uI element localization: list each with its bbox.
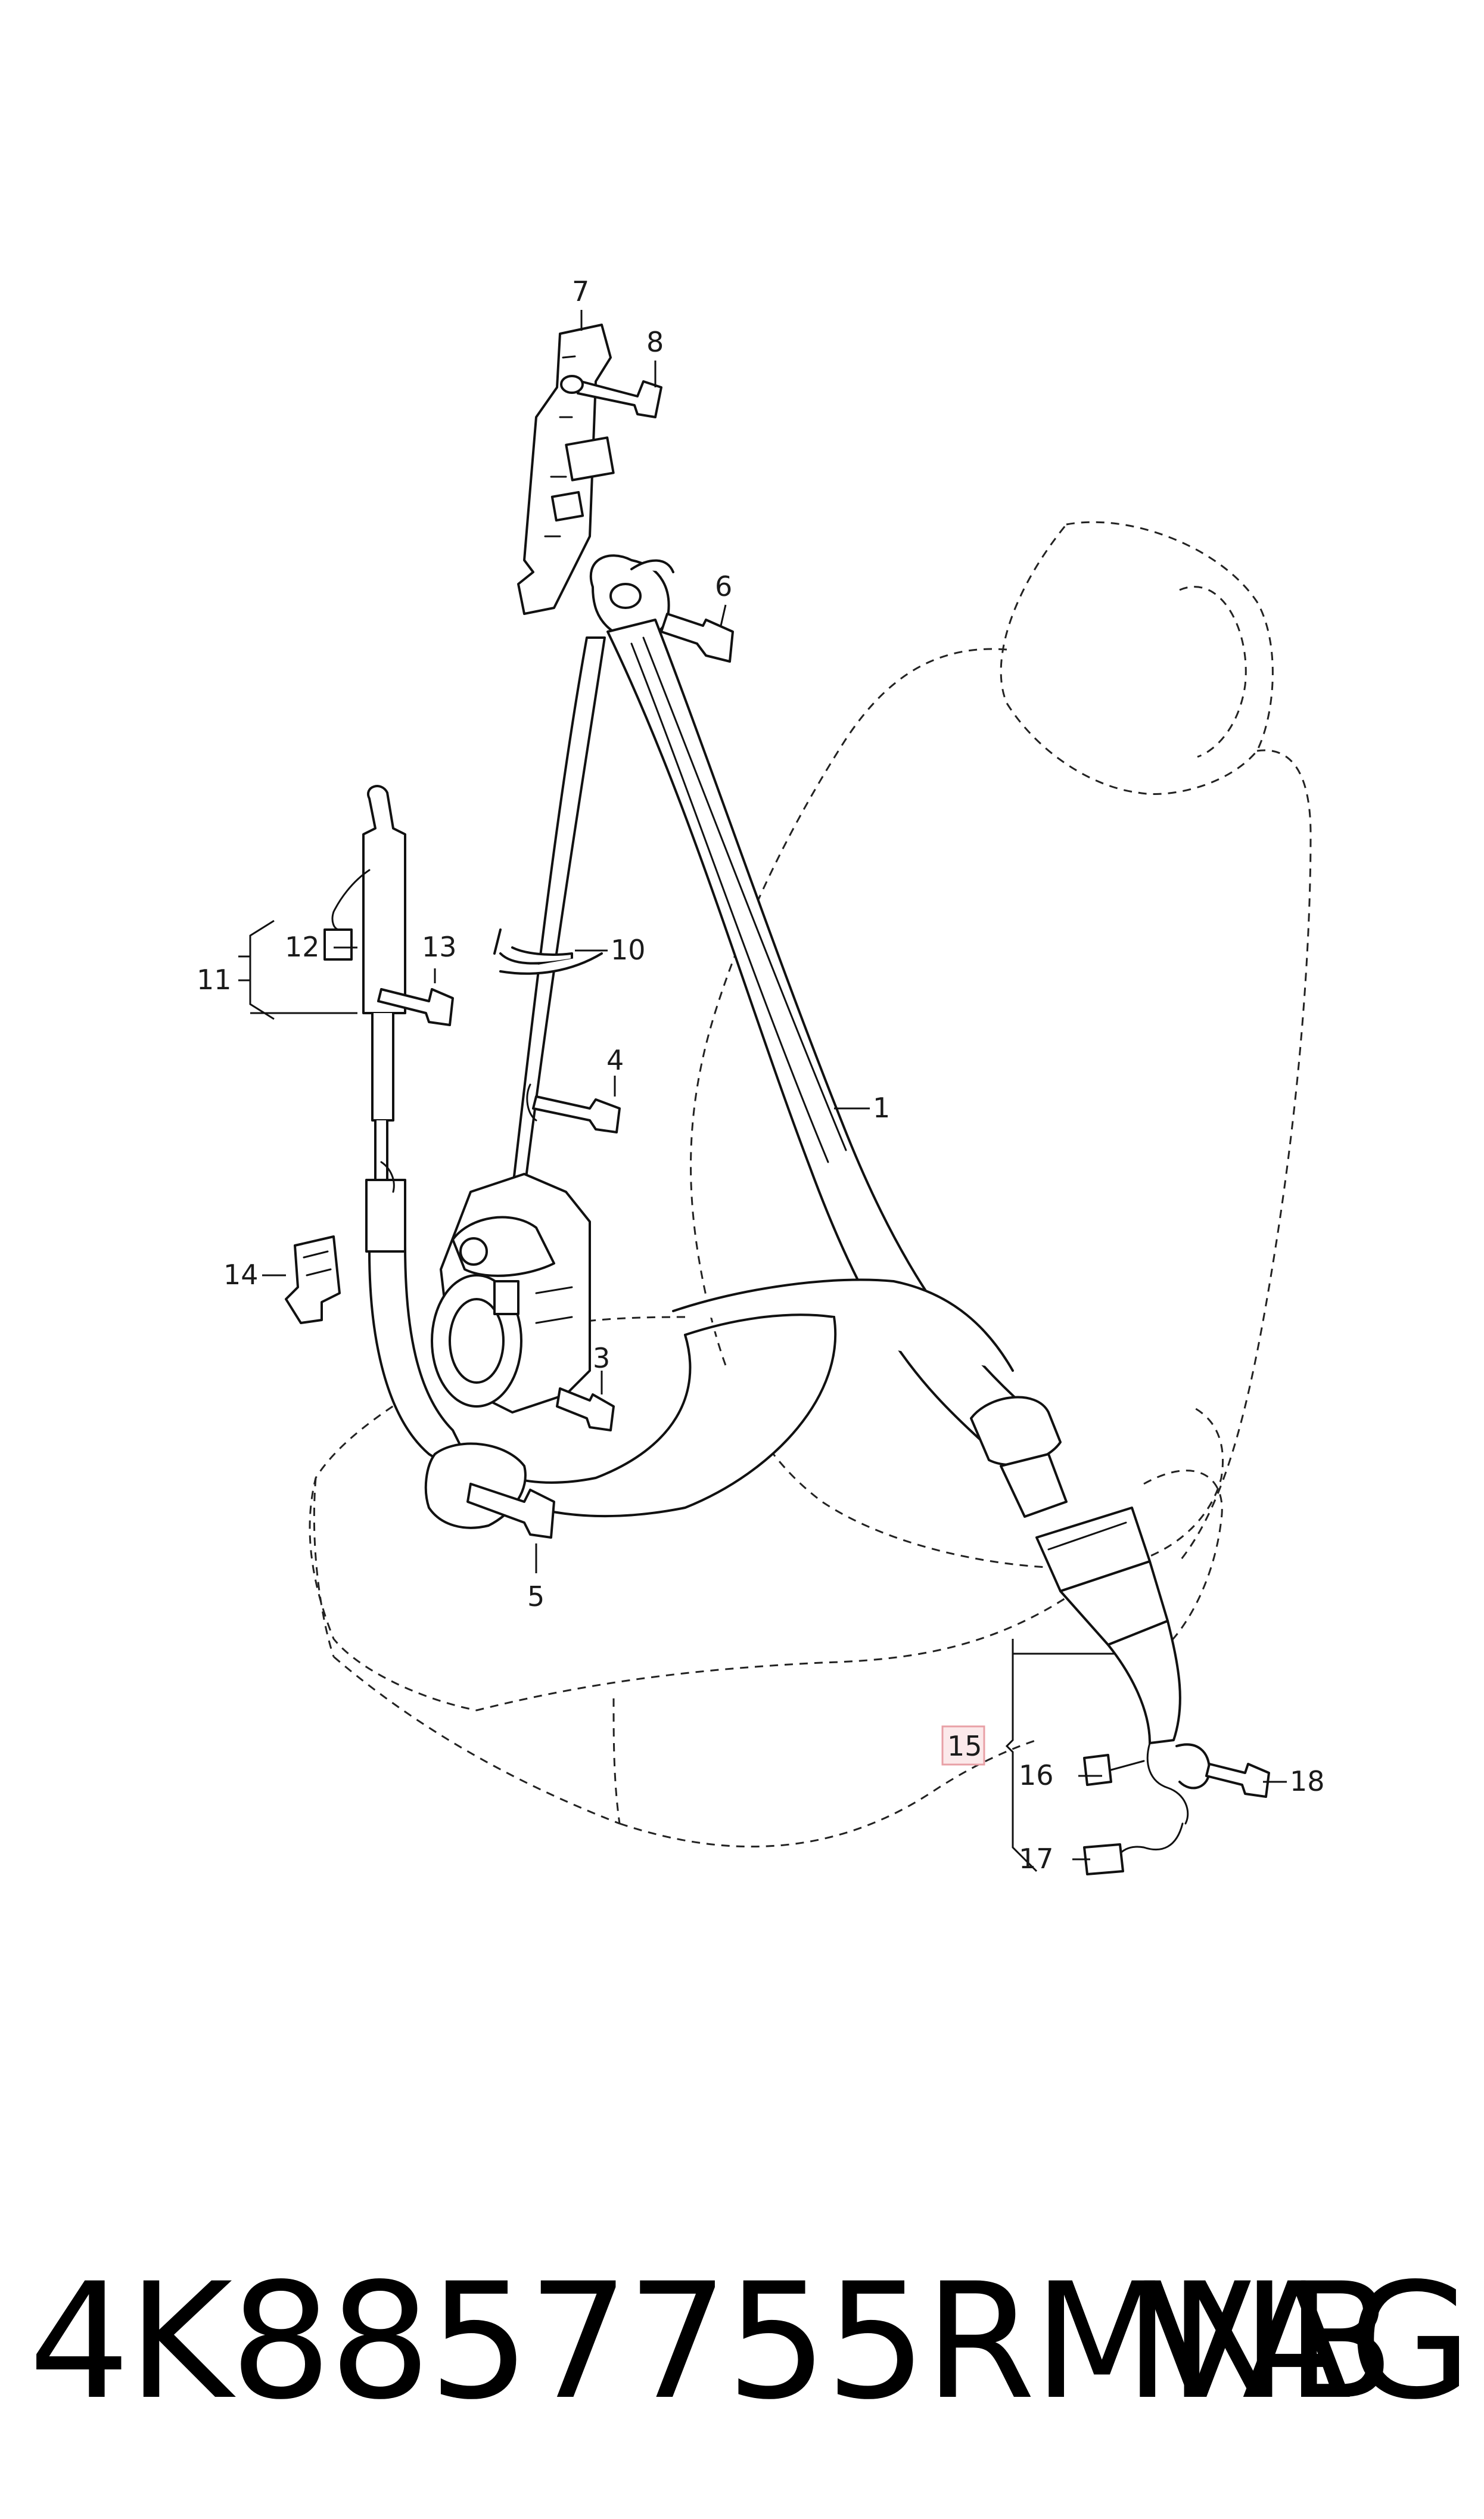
bolt-part-8 xyxy=(560,375,662,418)
callout-15-highlight xyxy=(941,1725,985,1766)
bracket-part-14 xyxy=(285,1235,341,1324)
callout-15: 15 xyxy=(947,1730,982,1762)
callout-4: 4 xyxy=(606,1044,624,1076)
callout-8: 8 xyxy=(646,326,664,358)
callout-10: 10 xyxy=(611,934,646,966)
latch-tongue xyxy=(970,1396,1068,1518)
callout-11: 11 xyxy=(197,964,232,996)
callout-14: 14 xyxy=(223,1259,259,1291)
callout-7: 7 xyxy=(572,275,589,308)
callout-13: 13 xyxy=(422,931,457,963)
brand-label: VAG xyxy=(1143,2249,1473,2435)
callout-6: 6 xyxy=(715,570,732,602)
part-number: 4K8857755RMNB xyxy=(29,2249,1395,2435)
callout-17: 17 xyxy=(1019,1843,1054,1875)
callout-16: 16 xyxy=(1019,1759,1054,1791)
height-adjuster-part-7 xyxy=(517,324,615,615)
leader-lines xyxy=(238,310,1287,1872)
callout-5: 5 xyxy=(527,1580,545,1613)
callout-18: 18 xyxy=(1290,1765,1325,1797)
retractor-assembly xyxy=(431,928,621,1431)
callout-1: 1 xyxy=(873,1092,890,1124)
callout-12: 12 xyxy=(285,931,320,963)
lower-anchor-part-5 xyxy=(424,1442,555,1539)
belt-webbing-part-1 xyxy=(368,619,1026,1518)
callout-3: 3 xyxy=(593,1342,610,1374)
buckle-assembly-part-15 xyxy=(1035,1507,1270,1875)
footer: 4K8857755RMNB VAG xyxy=(0,2253,1484,2431)
pretensioner-part-11 xyxy=(323,785,454,1253)
callout-labels: 7 8 6 10 4 1 3 5 12 13 11 14 15 16 17 18 xyxy=(197,275,1325,1875)
upper-guide-loop xyxy=(589,554,734,663)
